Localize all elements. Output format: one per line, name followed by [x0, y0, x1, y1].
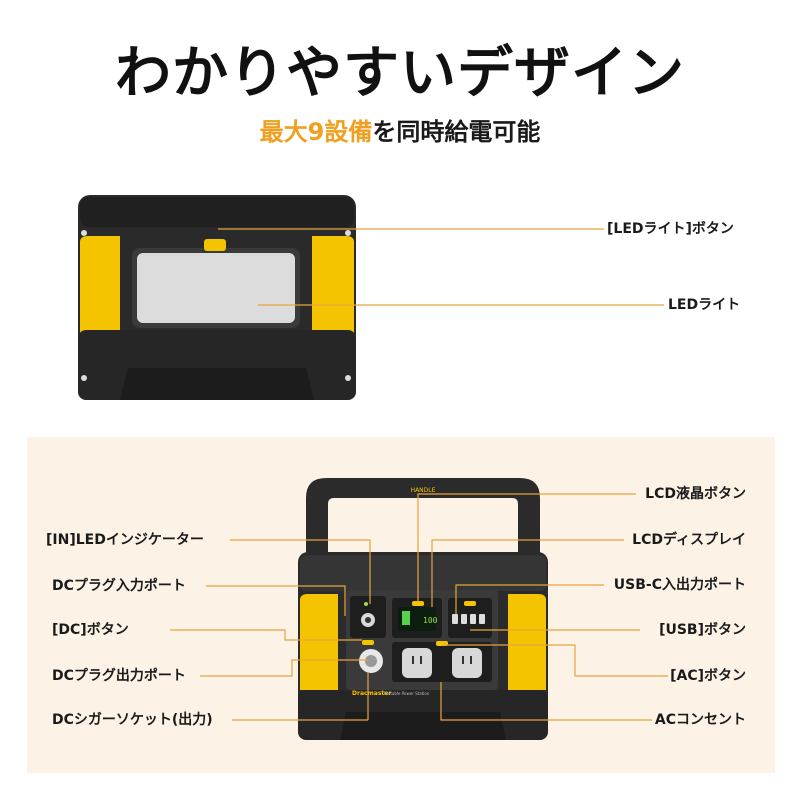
model-print: Portable Power Station	[384, 691, 430, 696]
led-light-window	[137, 253, 295, 323]
label-dc-cigar-socket: DCシガーソケット(出力)	[52, 712, 213, 728]
label-ac-button: [AC]ボタン	[670, 668, 746, 684]
ac-outlet-2[interactable]	[452, 648, 482, 678]
front-left-yellow-panel	[300, 594, 338, 690]
usb-c-port[interactable]	[452, 614, 458, 624]
label-ac-outlet: ACコンセント	[654, 712, 746, 728]
lcd-reading: 100	[423, 616, 438, 625]
top-right-yellow-panel	[312, 236, 354, 345]
label-usb-c-port: USB-C入出力ポート	[613, 577, 746, 593]
label-dc-plug-input-port: DCプラグ入力ポート	[52, 578, 186, 594]
front-view-device: HANDLE 100	[298, 478, 548, 740]
label-led-light: LEDライト	[668, 297, 741, 313]
label-lcd-button: LCD液晶ボタン	[645, 486, 746, 502]
ac-outlet-1[interactable]	[402, 648, 432, 678]
handle-print: HANDLE	[411, 487, 436, 494]
in-led-indicator	[364, 602, 368, 606]
lcd-button[interactable]	[412, 601, 424, 606]
label-dc-plug-output-port: DCプラグ出力ポート	[52, 668, 186, 684]
leader-lines-right	[417, 493, 668, 721]
handle[interactable]	[306, 478, 540, 555]
top-left-yellow-panel	[80, 236, 120, 345]
leader-lines-left	[170, 539, 371, 721]
page-title: わかりやすいデザイン	[115, 41, 685, 106]
top-view-device	[78, 195, 356, 400]
front-right-yellow-panel	[508, 594, 546, 690]
label-led-light-button: [LEDライト]ボタン	[607, 221, 734, 237]
label-in-led-indicator: [IN]LEDインジケーター	[46, 532, 204, 548]
label-usb-button: [USB]ボタン	[659, 622, 746, 638]
page-subtitle: 最大9設備を同時給電可能	[0, 112, 800, 147]
label-lcd-display: LCDディスプレイ	[632, 532, 746, 548]
subtitle-rest: を同時給電可能	[372, 118, 541, 146]
brand-print: Dracmaster	[352, 690, 391, 697]
usb-button[interactable]	[464, 601, 476, 606]
subtitle-accent: 最大9設備	[259, 118, 373, 146]
label-dc-button: [DC]ボタン	[52, 622, 129, 638]
dc-button[interactable]	[362, 640, 374, 645]
led-light-button[interactable]	[204, 239, 226, 251]
